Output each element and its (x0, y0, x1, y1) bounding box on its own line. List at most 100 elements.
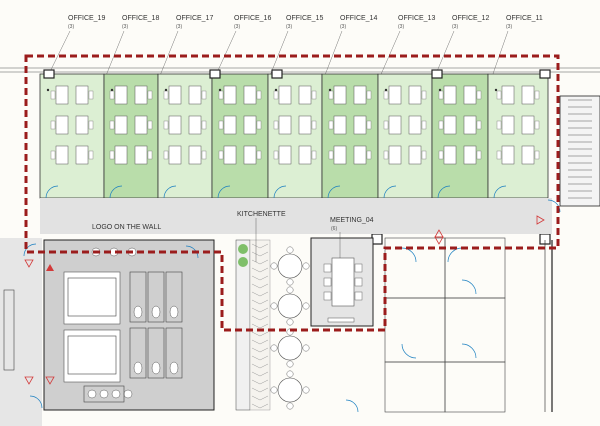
desk (188, 115, 202, 135)
wc-cubicle (165, 327, 183, 379)
chair (273, 90, 279, 100)
desk (521, 145, 535, 165)
office-name: OFFICE_15 (286, 15, 323, 22)
desk (353, 85, 367, 105)
desk (188, 145, 202, 165)
chair (421, 90, 427, 100)
stool (286, 318, 294, 326)
chair (273, 120, 279, 130)
chair (311, 150, 317, 160)
stool (302, 344, 310, 352)
chair (163, 90, 169, 100)
chair (201, 150, 207, 160)
desk (278, 115, 292, 135)
desk (223, 145, 237, 165)
sensor-dot (46, 88, 50, 92)
chair (534, 120, 540, 130)
wc-cubicle (129, 327, 147, 379)
floor-tile (251, 387, 269, 393)
floor-tile (251, 315, 269, 321)
chair (50, 90, 56, 100)
chair (476, 90, 482, 100)
office-capacity: (3) (176, 24, 182, 30)
stool (286, 286, 294, 294)
lift-lobby (0, 238, 42, 426)
desk (55, 115, 69, 135)
right-stair (559, 95, 600, 207)
chair (311, 90, 317, 100)
stool (286, 402, 294, 410)
office-door (273, 185, 287, 199)
chair (366, 150, 372, 160)
stool (286, 278, 294, 286)
highlight-outline (24, 54, 560, 332)
floor-tile (251, 347, 269, 353)
desk (114, 115, 128, 135)
kitchenette-label: KITCHENETTE (237, 211, 286, 218)
chair (109, 150, 115, 160)
desk (75, 85, 89, 105)
desk (243, 85, 257, 105)
column (431, 69, 443, 79)
chair (438, 90, 444, 100)
floor-tile (251, 307, 269, 313)
chair (163, 150, 169, 160)
sensor-dot (274, 88, 278, 92)
office-door (109, 185, 123, 199)
desk (521, 115, 535, 135)
chair (50, 150, 56, 160)
desk (168, 145, 182, 165)
chair (273, 150, 279, 160)
stool (302, 302, 310, 310)
desk (333, 115, 347, 135)
chair (109, 120, 115, 130)
lift-1-car (67, 277, 117, 317)
stool (302, 386, 310, 394)
office-capacity: (3) (68, 24, 74, 30)
desk (134, 115, 148, 135)
door-swing (29, 395, 43, 409)
marker-right (536, 215, 545, 225)
desk (501, 115, 515, 135)
desk (298, 85, 312, 105)
floor-tile (251, 243, 269, 249)
plant-2 (238, 257, 248, 267)
sensor-dot (164, 88, 168, 92)
floor-tile (251, 251, 269, 257)
meeting-table (331, 257, 355, 307)
stool (286, 246, 294, 254)
office-capacity: (3) (234, 24, 240, 30)
chair (147, 90, 153, 100)
office-name: OFFICE_18 (122, 15, 159, 22)
door-swing (23, 243, 37, 257)
floor-tile (251, 299, 269, 305)
chair (496, 90, 502, 100)
meeting-chair (354, 277, 363, 287)
office-name: OFFICE_12 (452, 15, 489, 22)
chair (476, 150, 482, 160)
floor-tile (251, 323, 269, 329)
office-door (383, 185, 397, 199)
herringbone-pattern (251, 243, 269, 409)
chair (163, 120, 169, 130)
desk (463, 115, 477, 135)
office-door (493, 185, 507, 199)
meeting-chair (354, 291, 363, 301)
floor-tile (251, 403, 269, 409)
chair (328, 120, 334, 130)
desk (443, 145, 457, 165)
chair (218, 90, 224, 100)
desk (114, 85, 128, 105)
lift-2 (63, 329, 121, 383)
desk (463, 145, 477, 165)
desk (388, 85, 402, 105)
stool (286, 370, 294, 378)
floor-tile (251, 363, 269, 369)
toilet (169, 305, 179, 319)
office-door (45, 185, 59, 199)
chair (438, 120, 444, 130)
desk (168, 115, 182, 135)
chair (534, 90, 540, 100)
office-capacity: (3) (506, 24, 512, 30)
desk (388, 115, 402, 135)
